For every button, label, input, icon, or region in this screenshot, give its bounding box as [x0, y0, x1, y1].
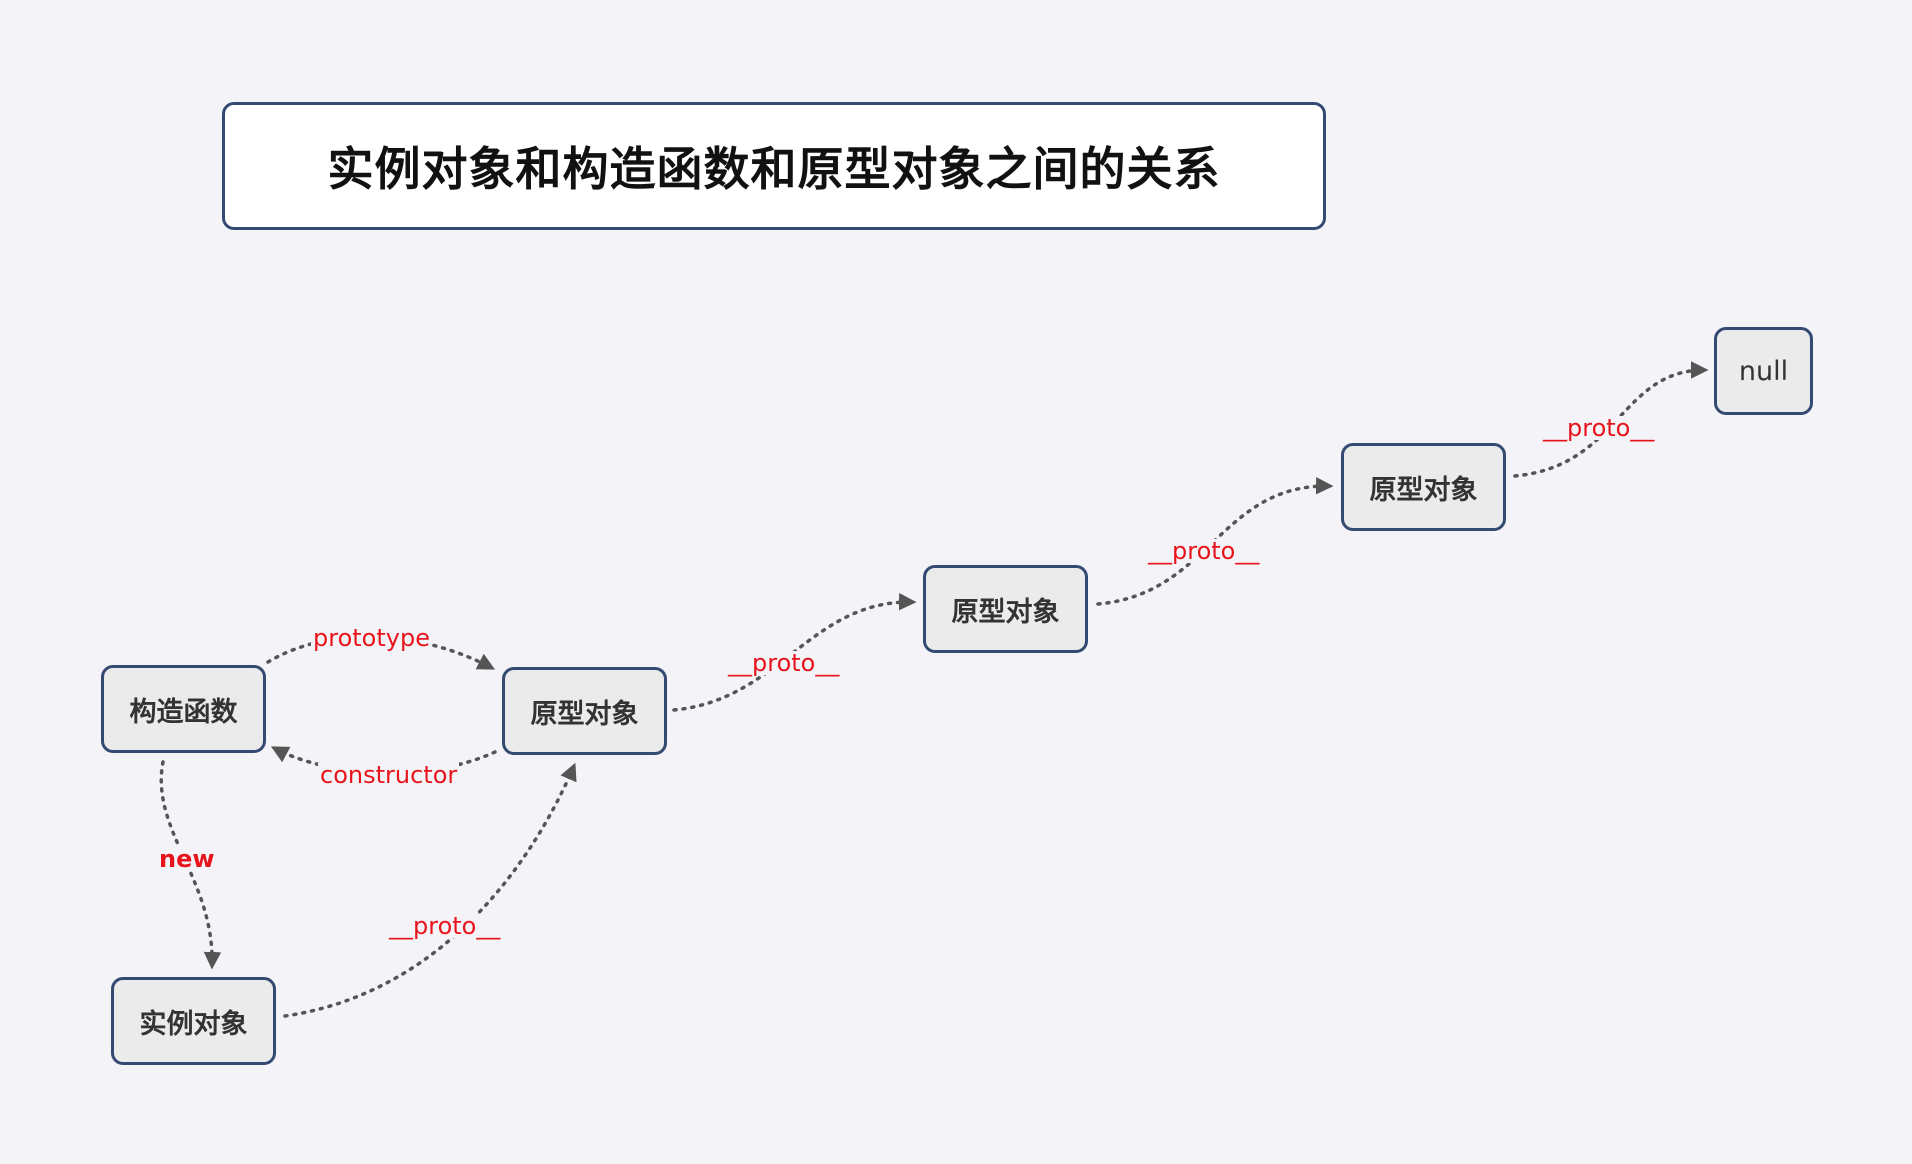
node-label: 原型对象	[1369, 474, 1478, 506]
node-label: null	[1738, 355, 1789, 387]
diagram-title-box: 实例对象和构造函数和原型对象之间的关系	[222, 102, 1326, 230]
node-constructor-function: 构造函数	[101, 665, 266, 753]
node-label: 原型对象	[530, 698, 639, 730]
edge-label-proto-3: __proto__	[1541, 414, 1657, 442]
edge-label-new: new	[157, 845, 217, 873]
node-label: 实例对象	[139, 1008, 248, 1040]
node-instance-object: 实例对象	[111, 977, 276, 1065]
diagram-title: 实例对象和构造函数和原型对象之间的关系	[327, 142, 1221, 196]
node-prototype-object-2: 原型对象	[923, 565, 1088, 653]
edge-label-constructor: constructor	[318, 761, 460, 789]
node-prototype-object-3: 原型对象	[1341, 443, 1506, 531]
edge-label-proto-instance: __proto__	[387, 912, 503, 940]
edge-proto-instance	[283, 762, 577, 1018]
node-null: null	[1714, 327, 1813, 415]
node-label: 构造函数	[129, 696, 238, 728]
edge-prototype	[266, 635, 496, 670]
node-prototype-object-1: 原型对象	[502, 667, 667, 755]
node-label: 原型对象	[951, 596, 1060, 628]
edge-label-proto-2: __proto__	[1146, 537, 1262, 565]
edge-label-prototype: prototype	[311, 624, 432, 652]
edge-label-proto-1: __proto__	[726, 649, 842, 677]
